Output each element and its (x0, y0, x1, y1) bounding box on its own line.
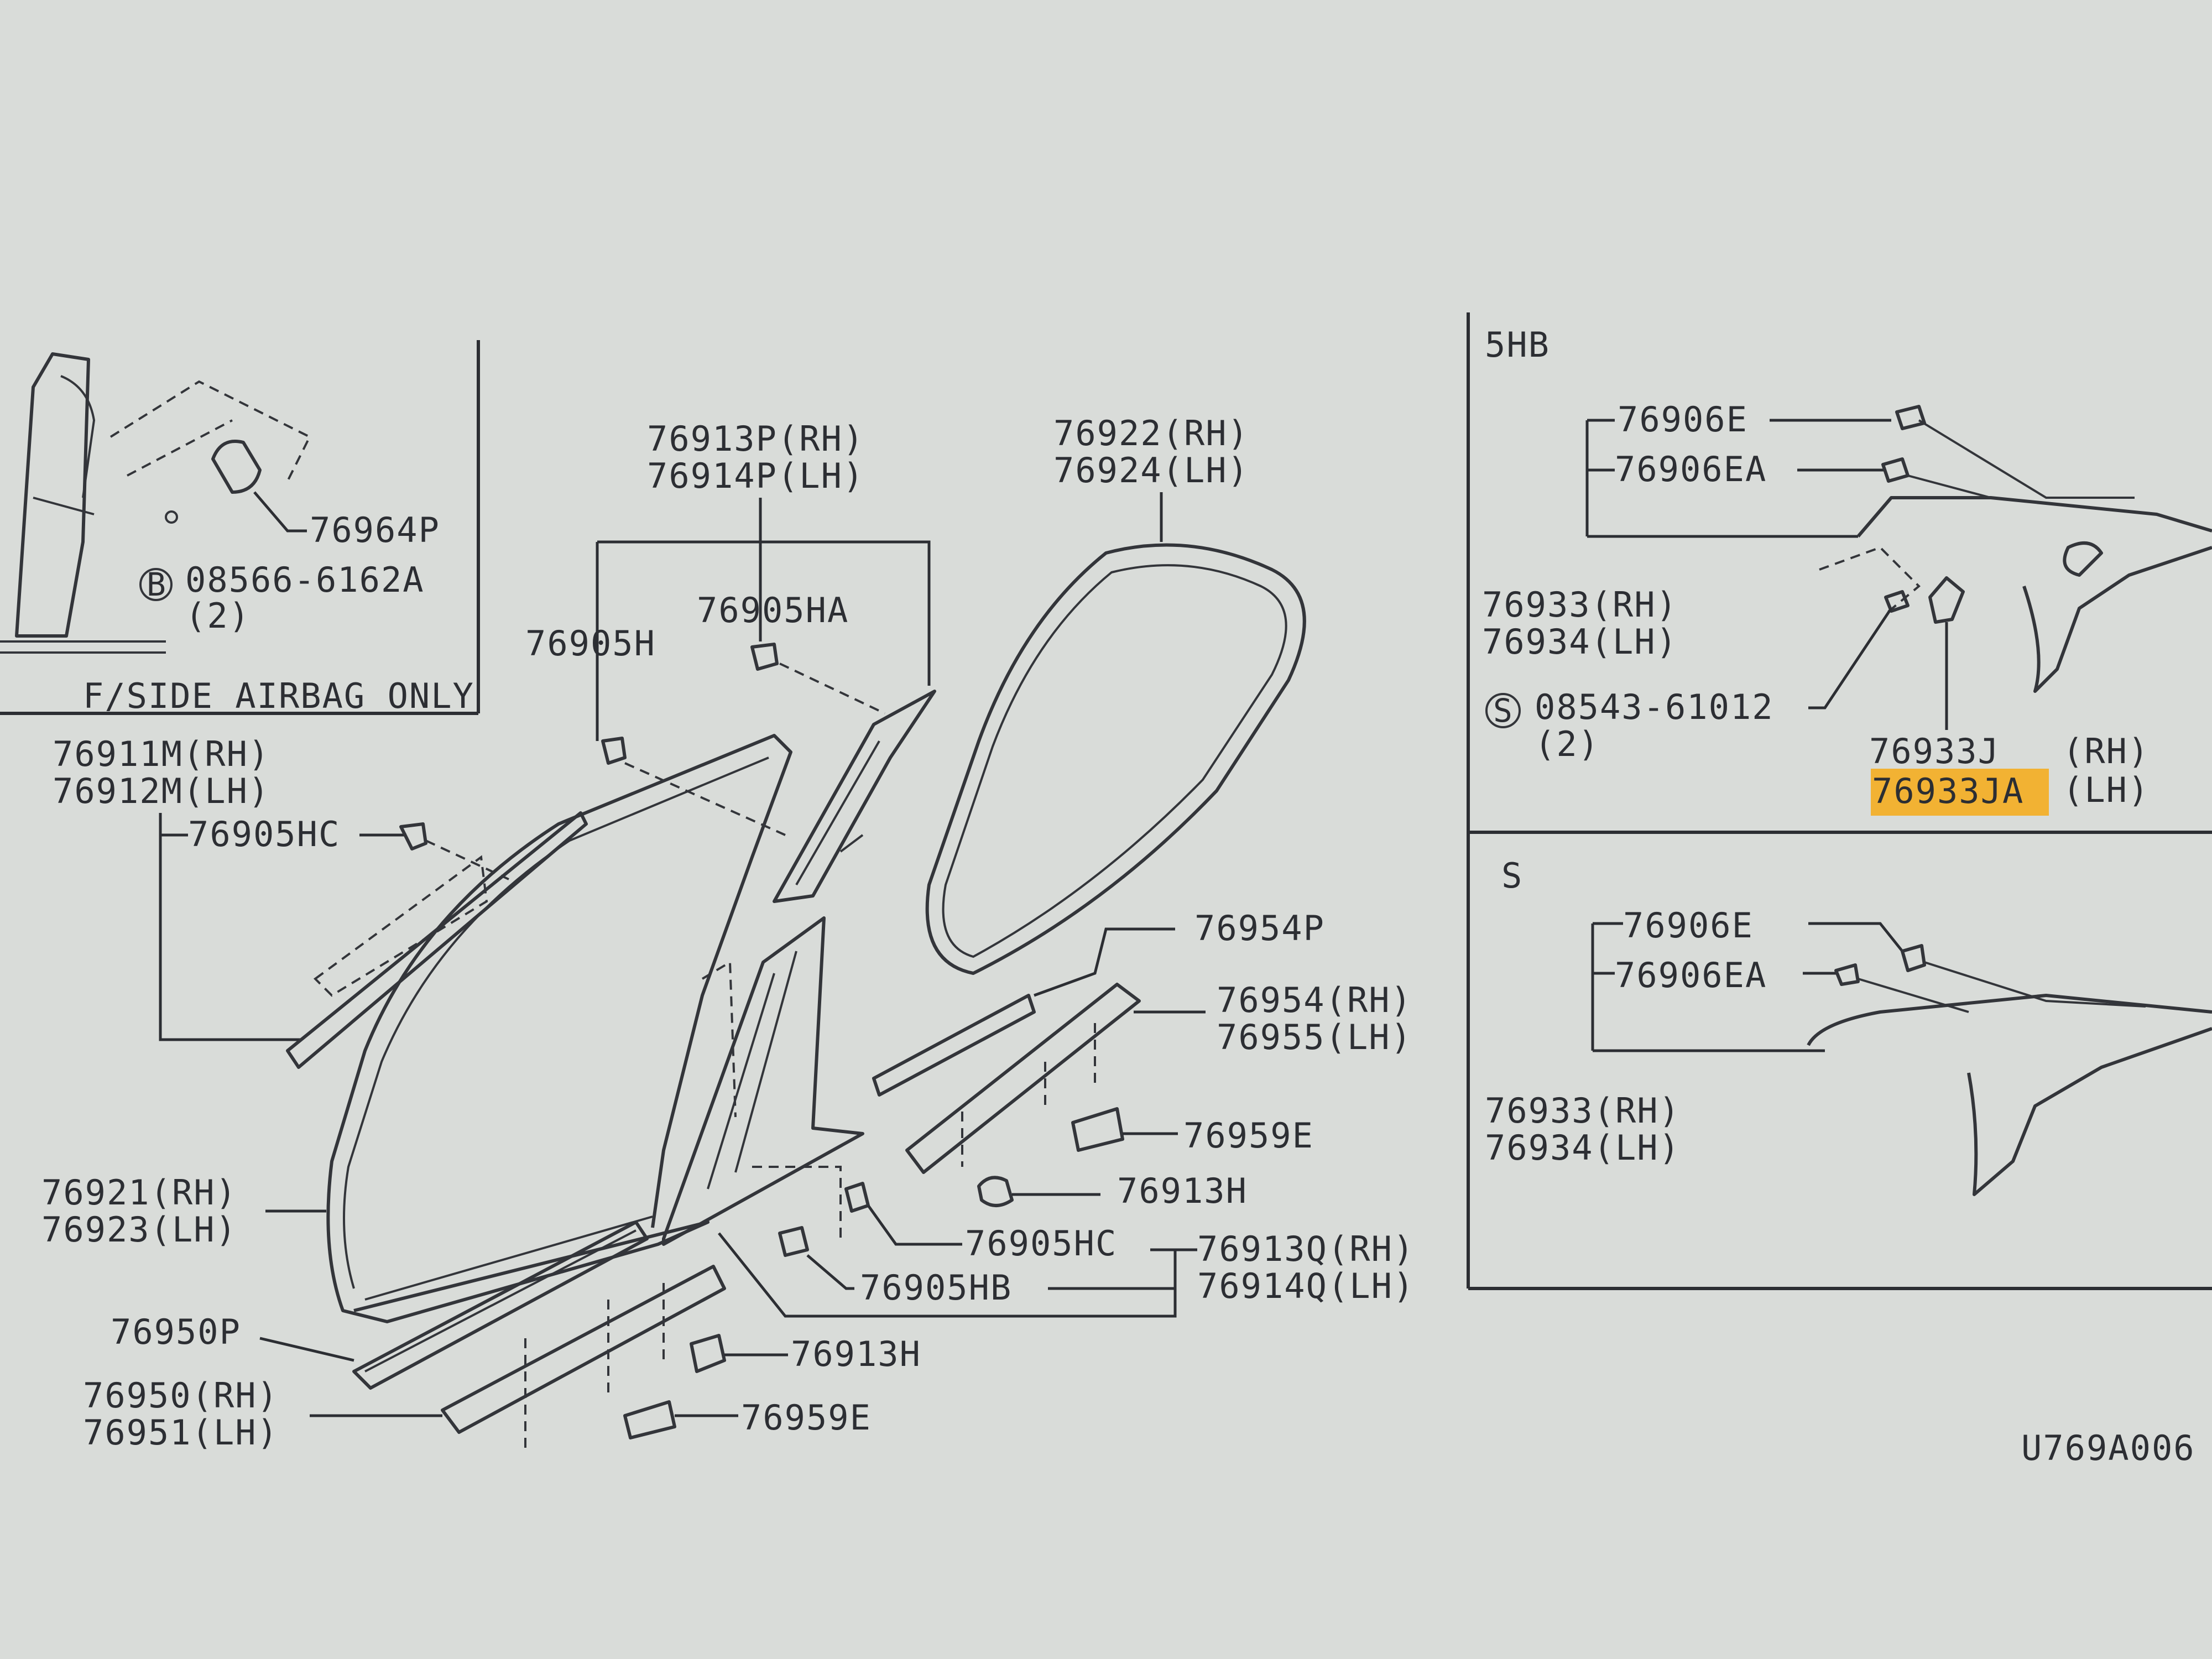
label-s-76933: 76933(RH) (1485, 1091, 1681, 1131)
label-s-76906EA: 76906EA (1615, 955, 1767, 995)
sill-plate-76954-drawing (905, 983, 1141, 1174)
label-5hb-76906E: 76906E (1618, 399, 1748, 440)
label-76954P: 76954P (1194, 908, 1325, 948)
clip-s-76906E-drawing (1901, 944, 1926, 972)
clip-5hb-76906EA-drawing (1881, 457, 1910, 483)
label-76912M: 76912M(LH) (53, 771, 270, 811)
label-76951: 76951(LH) (83, 1412, 279, 1453)
label-76905H: 76905H (525, 623, 656, 664)
label-76924: 76924(LH) (1053, 450, 1249, 491)
label-76950P: 76950P (111, 1312, 241, 1352)
label-76921: 76921(RH) (41, 1172, 237, 1213)
label-s-76906E: 76906E (1623, 905, 1754, 946)
label-76954: 76954(RH) (1217, 980, 1412, 1020)
clip-76905HC-lower-drawing (844, 1182, 870, 1213)
label-08566-qty: (2) (185, 596, 251, 636)
front-pillar-trim-drawing (286, 811, 588, 1069)
svg-text:(LH): (LH) (2063, 770, 2150, 810)
panel-5hb-title: 5HB (1485, 325, 1550, 365)
front-weatherstrip-drawing (326, 734, 792, 1323)
label-5hb-76933: 76933(RH) (1482, 585, 1678, 625)
kicking-plate-76954P-drawing (872, 994, 1036, 1097)
label-5hb-76934: 76934(LH) (1482, 622, 1678, 662)
label-76905HC-upper: 76905HC (188, 814, 340, 854)
label-76911M: 76911M(RH) (53, 734, 270, 774)
label-76913H-lower: 76913H (791, 1334, 921, 1374)
clip-s-76906EA-drawing (1834, 963, 1860, 986)
clip-76905HB-drawing (778, 1226, 809, 1257)
label-76933J: 76933J (1869, 731, 2000, 771)
panel-s: S 76906E 76906EA 76933(RH) 76934(LH) (1485, 855, 2212, 1196)
rear-quarter-trim-5hb-drawing (1856, 496, 2212, 693)
part-76933J-drawing (1928, 576, 1965, 624)
label-5hb-76906EA: 76906EA (1615, 449, 1767, 489)
label-08566-6162A: 08566-6162A (185, 560, 425, 600)
svg-text:B: B (147, 566, 167, 603)
clip-76905HC-drawing (399, 822, 427, 851)
label-76950: 76950(RH) (83, 1375, 279, 1416)
label-s-76934: 76934(LH) (1485, 1128, 1681, 1168)
label-76933JA: 76933JA (1872, 771, 2024, 811)
panel-s-title: S (1501, 855, 1523, 896)
label-76913P: 76913P(RH) (647, 419, 864, 459)
bolt-symbol (139, 568, 173, 601)
label-76913Q: 76913Q(RH) (1197, 1229, 1415, 1269)
label-76914P: 76914P(LH) (647, 456, 864, 496)
svg-text:(RH): (RH) (2063, 731, 2150, 771)
clip-76959E-upper-drawing (1071, 1107, 1124, 1152)
label-76964P: 76964P (310, 510, 440, 550)
label-76959E-lower: 76959E (741, 1397, 872, 1438)
label-76905HC-lower: 76905HC (965, 1223, 1117, 1264)
label-76923: 76923(LH) (41, 1209, 237, 1250)
label-76959E-upper: 76959E (1183, 1115, 1314, 1156)
label-airbag-note: F/SIDE AIRBAG ONLY (83, 676, 474, 716)
sill-plate-76950-drawing (441, 1265, 726, 1434)
airbag-trim-part-drawing (211, 440, 262, 494)
screw-symbol (1485, 693, 1521, 728)
kicking-plate-76950P-drawing (352, 1220, 649, 1390)
label-08543-61012: 08543-61012 (1535, 687, 1774, 727)
clip-5hb-76906E-drawing (1895, 405, 1926, 430)
label-08543-qty: (2) (1535, 724, 1600, 764)
center-pillar-lower-drawing (662, 916, 864, 1246)
panel-5hb: 5HB 76906E 76906EA 76933(RH) 76934(LH) S… (1482, 325, 2212, 816)
rear-quarter-trim-s-drawing (1807, 994, 2212, 1196)
label-76914Q: 76914Q(LH) (1197, 1266, 1415, 1306)
clip-76913H-lower-drawing (690, 1334, 726, 1373)
figure-code: U769A006 (2021, 1428, 2195, 1468)
clip-76913H-upper-drawing (977, 1176, 1014, 1207)
label-76955: 76955(LH) (1217, 1017, 1412, 1057)
label-76905HB: 76905HB (860, 1267, 1012, 1308)
right-panels: 5HB 76906E 76906EA 76933(RH) 76934(LH) S… (1467, 312, 2212, 1468)
airbag-inset: 76964P B 08566-6162A (2) F/SIDE AIRBAG O… (0, 340, 480, 716)
svg-text:S: S (1493, 692, 1514, 729)
clip-76905HA-drawing (750, 643, 779, 671)
main-parts-area: 76911M(RH) 76912M(LH) 76905HC 76921(RH) … (41, 413, 1415, 1453)
clip-76959E-lower-drawing (623, 1400, 676, 1439)
rear-weatherstrip-drawing (925, 543, 1306, 975)
highlight-76933JA (1871, 769, 2049, 816)
center-pillar-upper-drawing (773, 690, 936, 903)
label-76905HA: 76905HA (697, 590, 849, 630)
pillar-structure-drawing (15, 352, 90, 638)
clip-76905H-drawing (601, 737, 627, 765)
label-76922: 76922(RH) (1053, 413, 1249, 453)
screw-08543-drawing (1884, 590, 1910, 613)
label-76913H-upper: 76913H (1117, 1171, 1248, 1211)
